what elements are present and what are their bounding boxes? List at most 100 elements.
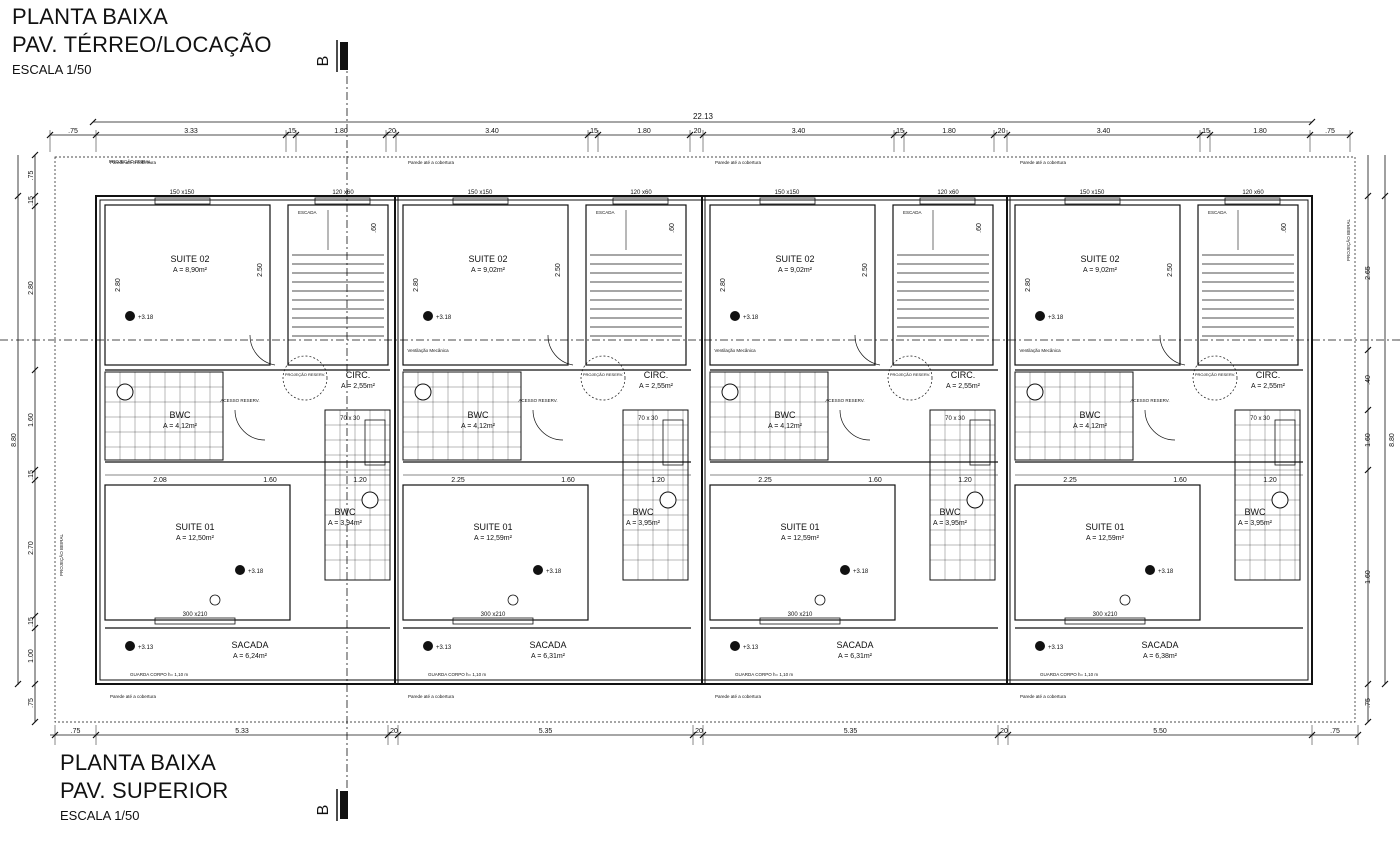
wall-note: Parede até a cobertura (110, 694, 157, 699)
dimension-left: .75 (28, 171, 35, 181)
dimension-top: 1.80 (637, 128, 651, 135)
reservoir-projection (1192, 355, 1238, 401)
room-area-bwc-1: A = 4,12m² (1073, 423, 1108, 430)
room-name-suite-02: SUITE 02 (775, 254, 814, 264)
window-label: 150 x150 (468, 190, 493, 196)
window-label: 120 x60 (937, 190, 959, 196)
section-marker-top: B (315, 40, 348, 72)
section-marker-bottom: B (315, 789, 348, 821)
room-area-suite-02: A = 9,02m² (471, 267, 506, 274)
door-arc (547, 334, 574, 366)
door-sacada (154, 617, 236, 625)
door-tag (209, 594, 221, 606)
dimension-left: 1.00 (28, 649, 35, 663)
toilet (116, 383, 134, 401)
window-label: 150 x150 (1080, 190, 1105, 196)
drawing-scale: ESCALA 1/50 (60, 808, 140, 823)
dimension-tick (31, 151, 39, 159)
access-label: ACESSO RESERV. (1130, 398, 1169, 403)
window-label: 70 x 30 (945, 416, 965, 422)
toilet (966, 491, 984, 509)
dimension-tick (1364, 406, 1372, 414)
room-name-circulation: CIRC. (1256, 370, 1281, 380)
wall-note: Parede até a cobertura (408, 694, 455, 699)
door-tag (1119, 594, 1131, 606)
dimension-bottom: .75 (1330, 728, 1340, 735)
door-arc (854, 334, 881, 366)
door-arc (839, 409, 871, 441)
stair-room (585, 204, 687, 366)
guardrail-label: GUARDA CORPO h= 1,10 m (1040, 672, 1098, 677)
dimension-overall: 22.13 (693, 112, 714, 121)
inner-dimension: 2.25 (451, 477, 465, 484)
dimension-left: 1.60 (28, 413, 35, 427)
room-area-bwc-2: A = 3,95m² (1238, 520, 1273, 527)
drawing-scale: ESCALA 1/50 (12, 62, 92, 77)
room-area-suite-01: A = 12,59m² (474, 535, 513, 542)
room-name-bwc-1: BWC (468, 410, 489, 420)
ventilation-label: Ventilação Mecânica (407, 348, 449, 353)
toilet (659, 491, 677, 509)
reservoir-projection (887, 355, 933, 401)
window-suite-02 (154, 197, 211, 205)
level-label: +3.13 (138, 645, 154, 651)
inner-dimension: 2.08 (153, 477, 167, 484)
dimension-bottom: 5.50 (1153, 728, 1167, 735)
toilet (721, 383, 739, 401)
door-label: 300 x210 (481, 612, 506, 618)
room-area-sacada: A = 6,24m² (233, 653, 268, 660)
guardrail-label: GUARDA CORPO h= 1,10 m (428, 672, 486, 677)
room-area-bwc-1: A = 4,12m² (461, 423, 496, 430)
projection-label: PROJEÇÃO BEIRAL (1345, 218, 1351, 261)
door-tag (507, 594, 519, 606)
dimension-top: .75 (1325, 128, 1335, 135)
door-arc (532, 409, 564, 441)
dimension-top: .20 (996, 128, 1006, 135)
dimension-right: .75 (1365, 698, 1372, 708)
dimension-tick (31, 366, 39, 374)
level-label: +3.18 (546, 569, 562, 575)
dimension-top: .20 (692, 128, 702, 135)
dimension-right: .40 (1365, 375, 1372, 385)
dimension-tick (31, 612, 39, 620)
dimension-tick (31, 680, 39, 688)
title-block-upper-floor: PLANTA BAIXA PAV. SUPERIOR ESCALA 1/50 (60, 749, 228, 825)
drawing-title: PLANTA BAIXA (12, 4, 169, 29)
level-marker (533, 565, 543, 575)
dimension-right: 1.60 (1365, 433, 1372, 447)
room-area-sacada: A = 6,38m² (1143, 653, 1178, 660)
toilet (414, 383, 432, 401)
dimension-right-total: 8.80 (1389, 433, 1396, 447)
suite-02-room (1014, 204, 1181, 366)
room-area-bwc-2: A = 3,95m² (626, 520, 661, 527)
stair-label: ESCADA (1208, 210, 1227, 215)
room-name-suite-01: SUITE 01 (1085, 522, 1124, 532)
reservoir-projection (282, 355, 328, 401)
room-name-sacada: SACADA (836, 640, 873, 650)
inner-dimension: 1.20 (651, 477, 665, 484)
dimension-left: 2.70 (28, 541, 35, 555)
room-area-suite-02: A = 9,02m² (778, 267, 813, 274)
dimension-bottom: .20 (693, 728, 703, 735)
room-area-bwc-2: A = 3,95m² (933, 520, 968, 527)
dimension-bottom: 5.35 (844, 728, 858, 735)
dimension-bottom: 5.35 (539, 728, 553, 735)
suite-02-room (709, 204, 876, 366)
dimension-top: .15 (286, 128, 296, 135)
reservoir-projection (580, 355, 626, 401)
room-name-sacada: SACADA (529, 640, 566, 650)
wall-note: Parede até a cobertura (715, 160, 762, 165)
dimension-left: .15 (28, 617, 35, 627)
inner-dimension: 1.20 (1263, 477, 1277, 484)
level-label: +3.13 (436, 645, 452, 651)
suite-02-room (402, 204, 569, 366)
level-marker (1035, 311, 1045, 321)
height-label: .60 (976, 223, 983, 233)
dimension-tick (1308, 118, 1316, 126)
title-block-ground-floor: PLANTA BAIXA PAV. TÉRREO/LOCAÇÃO ESCALA … (12, 3, 272, 79)
window-label: 70 x 30 (1250, 416, 1270, 422)
bwc-2-room (929, 409, 996, 581)
suite-01-room (1014, 484, 1201, 621)
bwc-2-room (1234, 409, 1301, 581)
window-stair (919, 197, 976, 205)
